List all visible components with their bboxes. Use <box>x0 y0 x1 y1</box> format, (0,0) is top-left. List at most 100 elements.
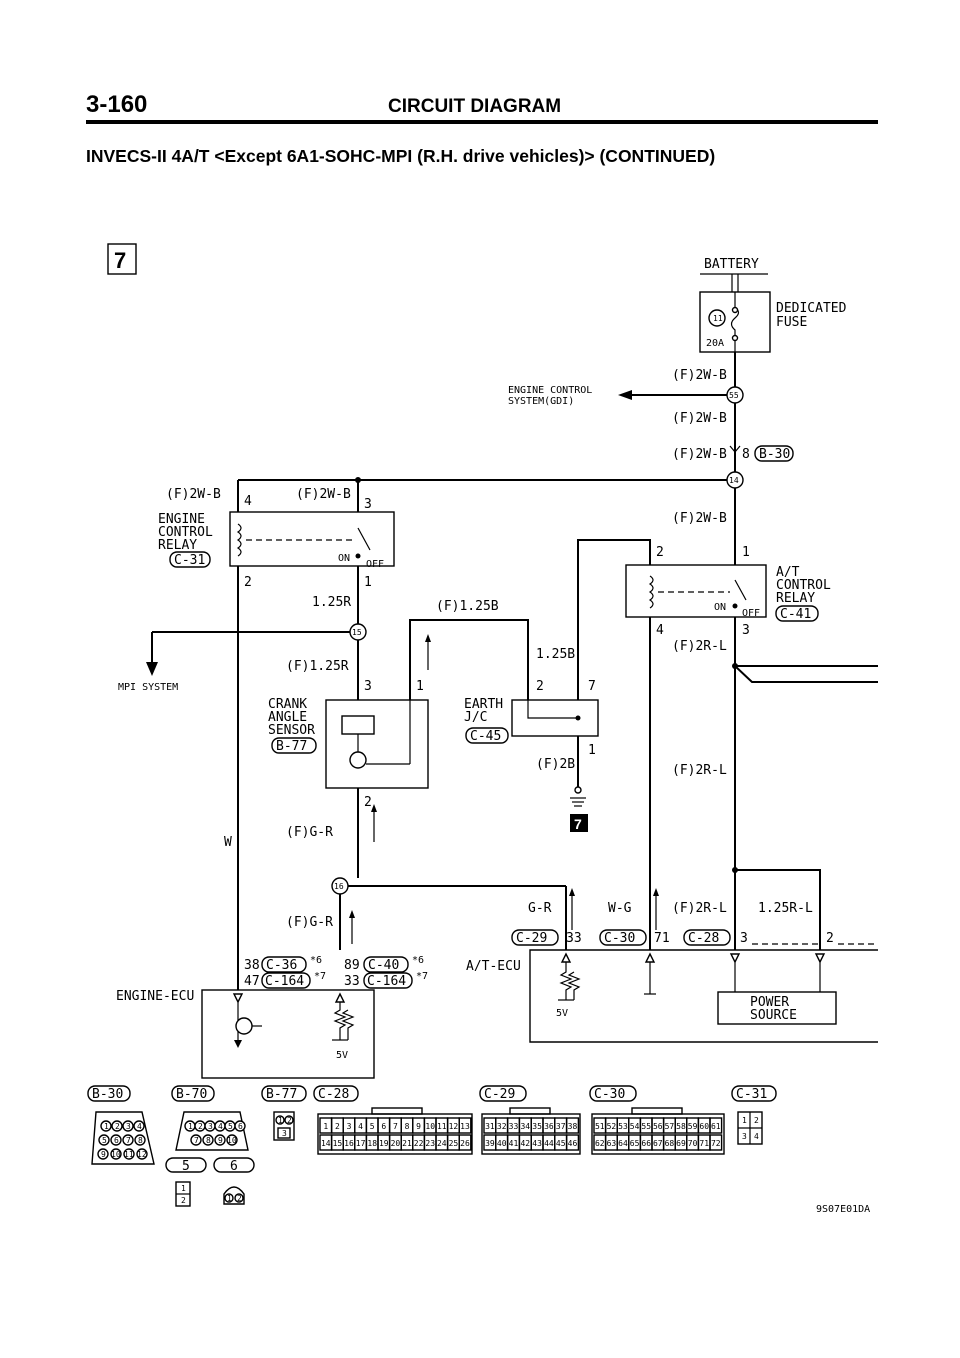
cv-c31-pin: 4 <box>754 1132 759 1141</box>
atecu-pin-71: 71 <box>654 931 670 946</box>
cv-b30-pin-label: 1 <box>104 1122 109 1131</box>
cv-b70-pin-label: 6 <box>238 1122 243 1131</box>
cv-c29-pin-label: 43 <box>532 1139 542 1148</box>
c30-inline-box <box>599 929 647 946</box>
cv-b30-pin <box>122 1134 134 1146</box>
wire-power-branch-label: 1.25R-L <box>758 901 813 916</box>
engine-relay-box <box>229 511 395 567</box>
at-relay-box <box>625 564 767 618</box>
wire-sensor-signal: (F)G-R <box>286 825 333 840</box>
engine-relay-on: ON <box>338 553 350 564</box>
cv-small-b-pin-circle <box>224 1193 234 1203</box>
junction-15-label: 15 <box>352 628 362 637</box>
wire-ecu-wg: W-G <box>608 901 632 916</box>
atecu-pin-33: 33 <box>566 931 582 946</box>
cv-c30-key <box>631 1107 683 1115</box>
at-relay-connector: C-41 <box>780 607 811 622</box>
cv-c30-pin-label: 62 <box>595 1139 605 1148</box>
at-relay-name-2: CONTROL <box>776 578 831 593</box>
crank-name-3: SENSOR <box>268 723 315 738</box>
earth-internal-dot <box>575 715 581 721</box>
fuse-rating: 20A <box>706 338 724 349</box>
cv-c30-pin-cell <box>709 1117 723 1134</box>
cv-c28-pin-label: 25 <box>449 1139 459 1148</box>
wire-sensor-signal-2: (F)G-R <box>286 915 333 930</box>
crank-pin-2: 2 <box>364 795 372 810</box>
engine-relay-pin-1: 1 <box>364 575 372 590</box>
earth-connector: C-45 <box>470 729 501 744</box>
c28-inline-box <box>683 929 731 946</box>
ecu-note-b: *7 <box>314 971 326 982</box>
gdi-label-2: SYSTEM(GDI) <box>508 396 574 407</box>
crank-pin-1: 1 <box>416 679 424 694</box>
cv-c30-pin-label: 55 <box>641 1122 651 1131</box>
engine-relay-connector-box <box>169 551 211 568</box>
cv-c28-pin-cell <box>458 1117 472 1134</box>
cv-b30-label-box <box>87 1085 131 1102</box>
engine-relay-name-1: ENGINE <box>158 512 205 527</box>
cv-c28-pin-label: 4 <box>358 1122 363 1131</box>
earth-name-2: J/C <box>464 710 487 725</box>
at-relay-connector-box <box>775 605 819 622</box>
cv-c29-pin-label: 32 <box>497 1122 507 1131</box>
engine-relay-off: OFF <box>366 559 384 570</box>
b30-inline-label: B-30 <box>759 447 790 462</box>
cv-c28-pin-label: 9 <box>416 1122 421 1131</box>
cv-b30-pin <box>97 1148 109 1160</box>
ground-marker: 7 <box>574 816 582 832</box>
cv-small-b-pin: 2 <box>237 1194 242 1203</box>
cv-b70-shell <box>175 1111 249 1151</box>
cv-c28-pin-label: 7 <box>393 1122 398 1131</box>
cv-c30-shell <box>591 1113 725 1155</box>
page-title: CIRCUIT DIAGRAM <box>388 96 561 117</box>
cv-c28-pin-label: 10 <box>425 1122 435 1131</box>
earth-connector-box <box>465 727 509 744</box>
cv-c29-label: C-29 <box>484 1087 515 1102</box>
cv-c28-label-box <box>313 1085 359 1102</box>
engine-relay-pin-3: 3 <box>364 497 372 512</box>
cv-c28-shell <box>317 1113 473 1155</box>
page-number: 3-160 <box>86 91 147 118</box>
power-source-2: SOURCE <box>750 1008 797 1023</box>
footer-code: 9S07E01DA <box>816 1204 870 1215</box>
cv-c29-pin-label: 37 <box>556 1122 566 1131</box>
cv-small-b-pin: 1 <box>227 1194 232 1203</box>
cv-c29-pin-label: 33 <box>509 1122 519 1131</box>
arrow-to-gdi <box>618 390 632 400</box>
cv-c30-pin-label: 71 <box>699 1139 709 1148</box>
cv-c28-pin-label: 18 <box>367 1139 377 1148</box>
cv-c30-pin-label: 67 <box>653 1139 663 1148</box>
signal-arrow-2-head <box>349 910 355 918</box>
earth-name-1: EARTH <box>464 697 503 712</box>
cv-c28-key <box>371 1107 423 1115</box>
cv-c29-pin-label: 31 <box>485 1122 495 1131</box>
cv-c31-label-box <box>731 1085 777 1102</box>
cv-b30-pin-label: 9 <box>101 1150 106 1159</box>
wire-earth-feed <box>577 539 651 700</box>
cv-c29-label-box <box>479 1085 527 1102</box>
cv-c28-pin-label: 12 <box>449 1122 459 1131</box>
cv-c28-pin-label: 20 <box>391 1139 401 1148</box>
c29-inline-box <box>511 929 559 946</box>
cv-c28-pin-label: 2 <box>335 1122 340 1131</box>
ecu-conn-c164b: C-164 <box>367 974 406 989</box>
crank-connector-box <box>271 737 317 754</box>
fuse-number: 11 <box>713 314 723 323</box>
cv-c29-pin-label: 35 <box>532 1122 542 1131</box>
fuse-label-1: DEDICATED <box>776 301 847 316</box>
wire-power-branch <box>735 869 821 950</box>
cv-c31-label: C-31 <box>736 1087 767 1102</box>
cv-b77-pin <box>284 1115 294 1125</box>
at-relay-pin-4: 4 <box>656 623 664 638</box>
ecu-resistor-2 <box>341 1009 355 1040</box>
ecu-transistor <box>235 1017 253 1035</box>
cv-c30-pin-label: 51 <box>595 1122 605 1131</box>
cv-b30-pin <box>123 1148 135 1160</box>
cv-c29-pin-label: 39 <box>485 1139 495 1148</box>
cv-b30-pins: 1 2 3 4 5 6 7 8 9 10 11 12 <box>97 1120 148 1160</box>
engine-relay-pin-2: 2 <box>244 575 252 590</box>
page-marker: 7 <box>114 248 126 273</box>
cv-c29-pin-cell <box>565 1134 580 1151</box>
